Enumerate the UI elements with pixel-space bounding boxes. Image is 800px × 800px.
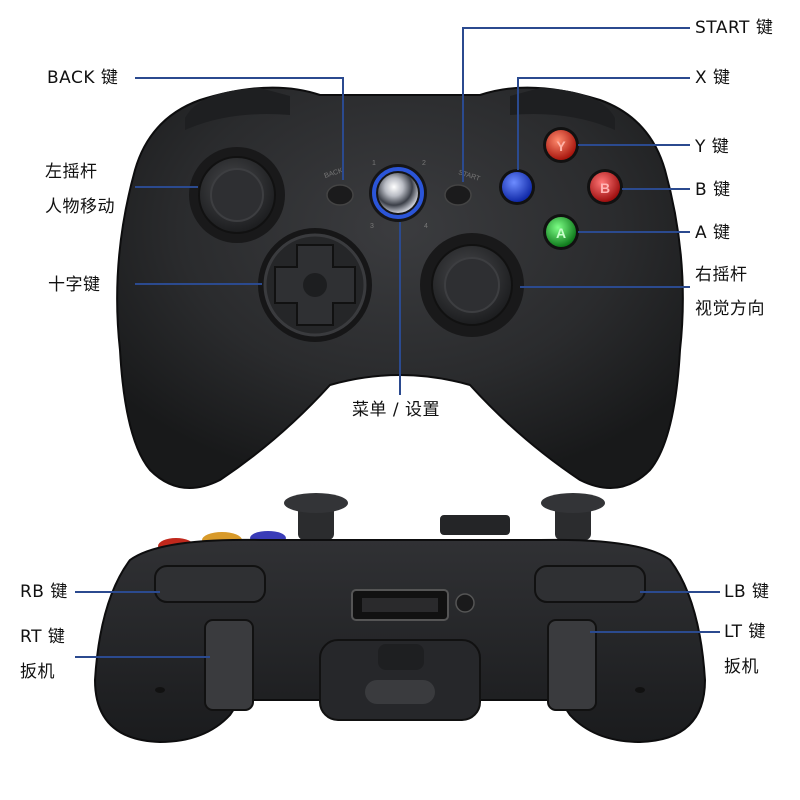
b-button — [590, 172, 620, 202]
a-button-letter: A — [556, 225, 566, 241]
lb-key-label: LB 键 — [724, 582, 770, 602]
start-button — [444, 184, 472, 206]
y-key-label: Y 键 — [695, 137, 730, 157]
x-key-label: X 键 — [695, 68, 731, 88]
left-stick-desc: 人物移动 — [45, 197, 115, 217]
left-stick — [189, 147, 285, 243]
bezel-num-3: 3 — [370, 223, 374, 230]
dpad-label: 十字键 — [48, 275, 101, 295]
callout-start — [462, 27, 690, 182]
guide-button: 1 2 3 4 — [369, 160, 428, 230]
b-key-label: B 键 — [695, 180, 731, 200]
rt-trigger — [204, 619, 254, 711]
rb-bumper — [154, 565, 266, 603]
lt-trigger — [547, 619, 597, 711]
left-stick-label: 左摇杆 — [45, 162, 98, 182]
bezel-num-1: 1 — [372, 160, 376, 167]
back-controller-image — [93, 493, 707, 744]
b-button-letter: B — [600, 180, 610, 196]
bezel-num-4: 4 — [424, 223, 428, 230]
right-stick-desc: 视觉方向 — [695, 299, 765, 319]
start-key-label: START 键 — [695, 18, 774, 38]
back-button — [326, 184, 354, 206]
right-stick-label: 右摇杆 — [695, 265, 748, 285]
a-button — [546, 217, 576, 247]
rt-key-desc: 扳机 — [20, 662, 55, 682]
rb-key-label: RB 键 — [20, 582, 68, 602]
lt-key-label: LT 键 — [724, 622, 766, 642]
callout-lines — [75, 27, 720, 658]
lt-key-desc: 扳机 — [724, 657, 759, 677]
bezel-num-2: 2 — [422, 160, 426, 167]
face-buttons: Y B A — [499, 127, 623, 250]
callout-back — [135, 77, 344, 180]
y-button-letter: Y — [556, 138, 566, 154]
back-key-label: BACK 键 — [47, 68, 119, 88]
guide-label: 菜单 / 设置 — [352, 400, 441, 420]
dpad — [258, 228, 372, 342]
a-key-label: A 键 — [695, 223, 731, 243]
rt-key-label: RT 键 — [20, 627, 66, 647]
lb-bumper — [534, 565, 646, 603]
y-button — [546, 130, 576, 160]
right-stick — [420, 233, 524, 337]
callout-x — [517, 77, 690, 170]
x-button — [502, 172, 532, 202]
